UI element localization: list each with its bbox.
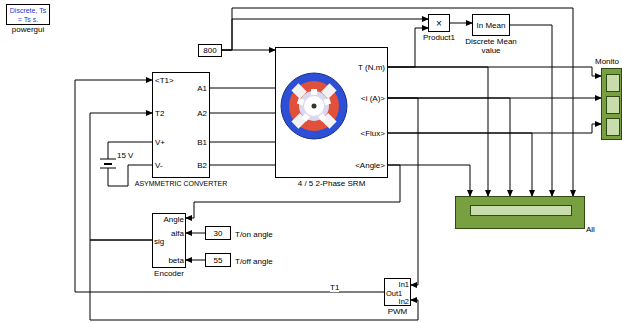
powergui-block: Discrete, Ts = Ts s.powergui — [6, 4, 50, 25]
signal-line — [388, 28, 428, 67]
signal-line — [222, 19, 428, 50]
product-block: ×Product1 — [428, 14, 450, 32]
block-label: V+ — [155, 138, 165, 147]
signal-line — [210, 165, 275, 166]
block-label: <i (A)> — [361, 94, 385, 103]
block-label: V- — [155, 161, 163, 170]
block-label: 4 / 5 2-Phase SRM — [298, 179, 366, 188]
scope-block: Monito — [601, 68, 622, 140]
block-label: T/off angle — [235, 257, 273, 266]
signal-line — [388, 124, 601, 133]
block-label: Product1 — [423, 33, 455, 42]
signal-line — [90, 113, 152, 240]
signal-line — [450, 23, 472, 24]
constant-block: 30T/on angle — [205, 226, 231, 240]
block-label: 30 — [206, 229, 230, 238]
block-label: T (N.m) — [358, 63, 385, 72]
converter-block: <T1>T2V+V-A1A2B1B2ASYMMETRIC CONVERTER — [152, 72, 210, 178]
block-label: Angle — [164, 215, 184, 224]
pwm-block: In1Out1In2PWM — [384, 278, 411, 306]
block-label: powergui — [12, 25, 44, 34]
signal-line — [510, 25, 552, 196]
signal-line — [388, 133, 532, 196]
block-label: Discrete Mean value — [463, 37, 519, 55]
signal-line — [186, 233, 205, 234]
block-label: In Mean — [473, 21, 509, 30]
block-label: beta — [168, 256, 184, 265]
block-label: Discrete, Ts = Ts s. — [8, 6, 48, 24]
block-label: 55 — [206, 256, 230, 265]
block-label: ASYMMETRIC CONVERTER — [135, 179, 227, 188]
signal-line — [388, 98, 510, 196]
block-icon — [456, 197, 584, 228]
motor-block: T (N.m)<i (A)><Flux><Angle>4 / 5 2-Phase… — [275, 47, 388, 178]
signal-line — [222, 8, 573, 196]
signal-line — [90, 240, 418, 320]
signal-line — [388, 98, 418, 285]
constant-block: 800 — [198, 44, 222, 57]
block-icon — [602, 69, 621, 139]
block-label: 800 — [199, 46, 221, 55]
signal-line — [210, 113, 275, 114]
block-label: <Flux> — [361, 129, 385, 138]
block-label: sig — [154, 237, 164, 246]
signal-line — [108, 142, 152, 146]
block-label: 15 V — [117, 151, 133, 160]
encoder-block: AnglealfabetasigEncoder — [152, 213, 186, 268]
signal-line — [210, 88, 275, 89]
block-label: B2 — [197, 161, 207, 170]
block-label: × — [429, 18, 449, 29]
block-label: T/on angle — [235, 230, 273, 239]
block-label: In2 — [399, 297, 409, 306]
scope-block: All — [455, 196, 585, 229]
block-label: B1 — [197, 138, 207, 147]
block-label: All — [586, 225, 595, 234]
block-label: PWM — [388, 307, 408, 316]
battery-symbol: 15 V — [98, 146, 138, 182]
signal-line — [388, 67, 601, 76]
block-label: alfa — [171, 229, 184, 238]
block-label: In1 — [399, 280, 409, 289]
block-label: Encoder — [154, 269, 184, 278]
block-label: T2 — [155, 109, 164, 118]
mean-block: In MeanDiscrete Mean value — [472, 14, 510, 36]
constant-block: 55T/off angle — [205, 253, 231, 267]
signal-line — [75, 80, 384, 292]
block-label: Monito — [595, 57, 619, 66]
signal-line — [210, 142, 275, 143]
block-label: A2 — [197, 109, 207, 118]
block-label: Out1 — [386, 289, 402, 298]
signal-name: T1 — [330, 283, 339, 292]
block-label: <T1> — [155, 76, 174, 85]
block-label: <Angle> — [355, 161, 385, 170]
signal-line — [388, 67, 488, 196]
signal-line — [186, 260, 205, 261]
block-label: A1 — [197, 84, 207, 93]
